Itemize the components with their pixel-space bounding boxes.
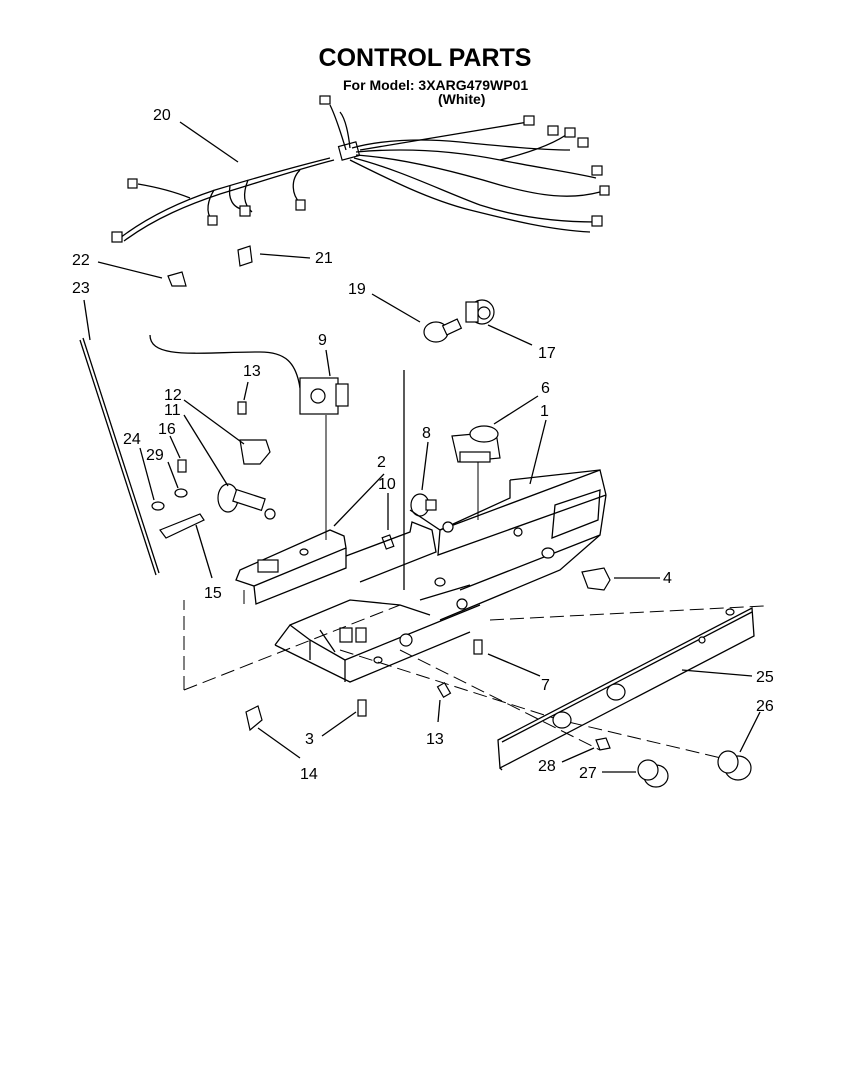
clip-21 — [237, 245, 253, 267]
washer-29 — [174, 488, 188, 498]
page-title: CONTROL PARTS — [318, 44, 532, 72]
screw-7 — [473, 639, 483, 655]
screw-16 — [177, 459, 187, 473]
leader-28 — [561, 747, 595, 763]
callout-11: 11 — [164, 402, 181, 419]
leader-21 — [259, 253, 311, 259]
leader-13b — [437, 699, 441, 723]
clip-22 — [167, 271, 187, 287]
callout-15: 15 — [204, 585, 222, 602]
callout-10: 10 — [378, 476, 396, 493]
callout-9: 9 — [318, 332, 327, 349]
leader-26 — [739, 711, 761, 753]
leader-24 — [139, 447, 155, 501]
callout-1: 1 — [540, 403, 549, 420]
leader-8 — [421, 441, 429, 491]
leader-6 — [493, 395, 539, 425]
callout-6: 6 — [541, 380, 550, 397]
bracket-15 — [159, 513, 205, 539]
leader-12 — [183, 399, 245, 445]
callout-21: 21 — [315, 250, 333, 267]
washer-24 — [151, 501, 165, 511]
callout-22: 22 — [72, 252, 90, 269]
leader-23 — [83, 299, 91, 341]
temperature-control — [299, 377, 349, 415]
callout-23: 23 — [72, 280, 90, 297]
clip-28 — [595, 737, 611, 751]
leader-3 — [321, 711, 357, 737]
bracket-12 — [239, 439, 271, 465]
callout-2: 2 — [377, 454, 386, 471]
leader-15 — [195, 524, 213, 579]
callout-29: 29 — [146, 447, 164, 464]
leader-16 — [169, 435, 181, 459]
callout-12: 12 — [164, 387, 182, 404]
knob-26 — [717, 750, 752, 781]
leader-20 — [179, 121, 239, 163]
bracket-2 — [235, 521, 437, 605]
model-number: For Model: 3XARG479WP01 — [343, 77, 529, 93]
callout-25: 25 — [756, 669, 774, 686]
screw-3 — [357, 699, 367, 717]
leader-2 — [333, 473, 385, 527]
light-socket — [465, 299, 495, 325]
control-housing-1 — [403, 370, 607, 621]
callout-24: 24 — [123, 431, 141, 448]
callout-20: 20 — [153, 107, 171, 124]
thermostat-6 — [451, 425, 501, 463]
clip-14 — [245, 705, 263, 732]
wire-harness — [111, 95, 610, 243]
leader-29 — [167, 461, 179, 489]
model-variant: (White) — [438, 91, 486, 107]
switch-11 — [217, 483, 276, 520]
rod-23 — [79, 339, 157, 576]
callout-7: 7 — [541, 677, 550, 694]
screw-13 — [436, 681, 452, 699]
callout-16: 16 — [158, 421, 176, 438]
callout-13a: 13 — [243, 363, 261, 380]
clip-4 — [581, 567, 611, 591]
callout-28: 28 — [538, 758, 556, 775]
leader-11 — [183, 414, 229, 487]
knob-27 — [637, 759, 669, 788]
leader-13a — [243, 381, 249, 401]
callout-27: 27 — [579, 765, 597, 782]
callout-8: 8 — [422, 425, 431, 442]
leader-9 — [325, 349, 331, 377]
callout-14: 14 — [300, 766, 318, 783]
leader-14 — [257, 727, 301, 759]
leader-22 — [97, 261, 163, 279]
light-bulb — [423, 318, 463, 343]
callout-17: 17 — [538, 345, 556, 362]
callout-4: 4 — [663, 570, 672, 587]
leader-1 — [529, 419, 547, 485]
leader-17 — [487, 324, 533, 346]
callout-26: 26 — [756, 698, 774, 715]
leader-19 — [371, 293, 421, 323]
lower-housing — [274, 599, 481, 683]
callout-13b: 13 — [426, 731, 444, 748]
leader-7 — [487, 653, 541, 677]
callout-3: 3 — [305, 731, 314, 748]
leader-25 — [681, 669, 753, 677]
callout-19: 19 — [348, 281, 366, 298]
control-panel-25 — [497, 606, 755, 771]
